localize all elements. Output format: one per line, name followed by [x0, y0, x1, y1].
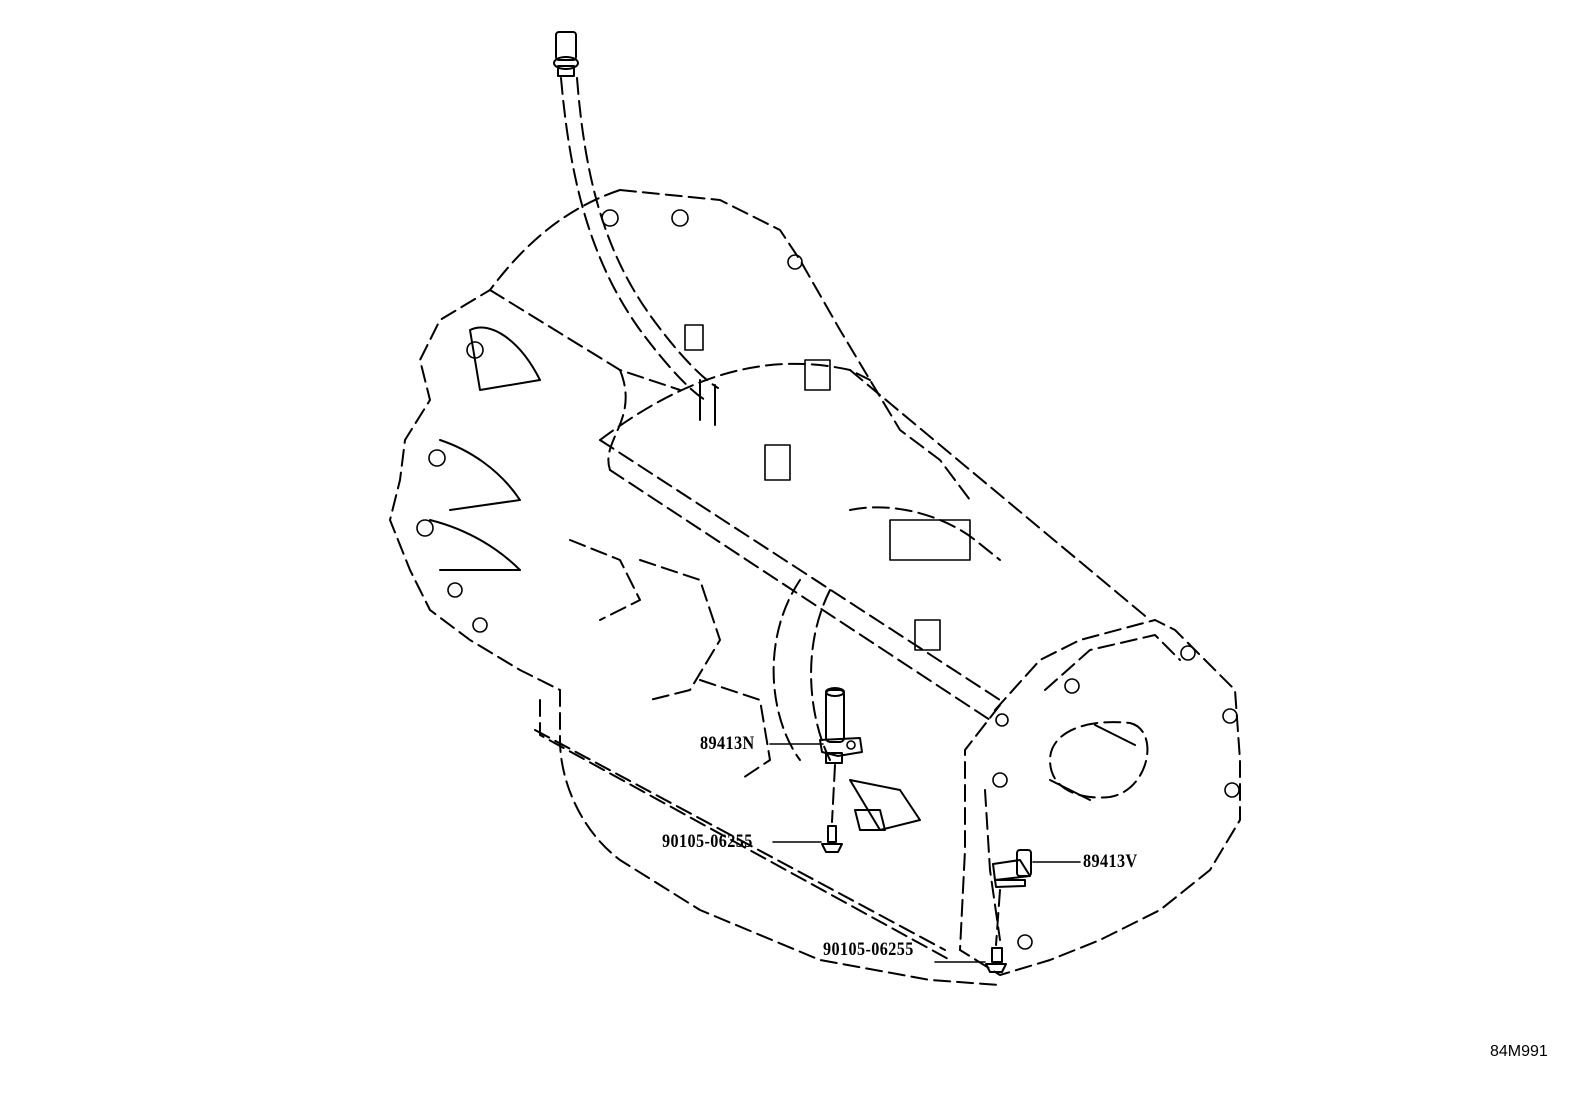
transmission-case [534, 324, 1151, 986]
speed-sensor-89413V [934, 849, 1081, 973]
dipstick-tube [553, 31, 719, 401]
front-housing [959, 619, 1241, 976]
speed-sensor-89413N [769, 687, 863, 853]
bell-housing-outline [389, 189, 971, 691]
figure-code: 84M991 [1490, 1043, 1548, 1060]
callout-90105-06255-upper: 90105-06255 [662, 831, 753, 852]
callout-90105-06255-lower: 90105-06255 [823, 939, 914, 960]
callout-89413N: 89413N [700, 733, 755, 754]
callout-89413V: 89413V [1083, 851, 1138, 872]
